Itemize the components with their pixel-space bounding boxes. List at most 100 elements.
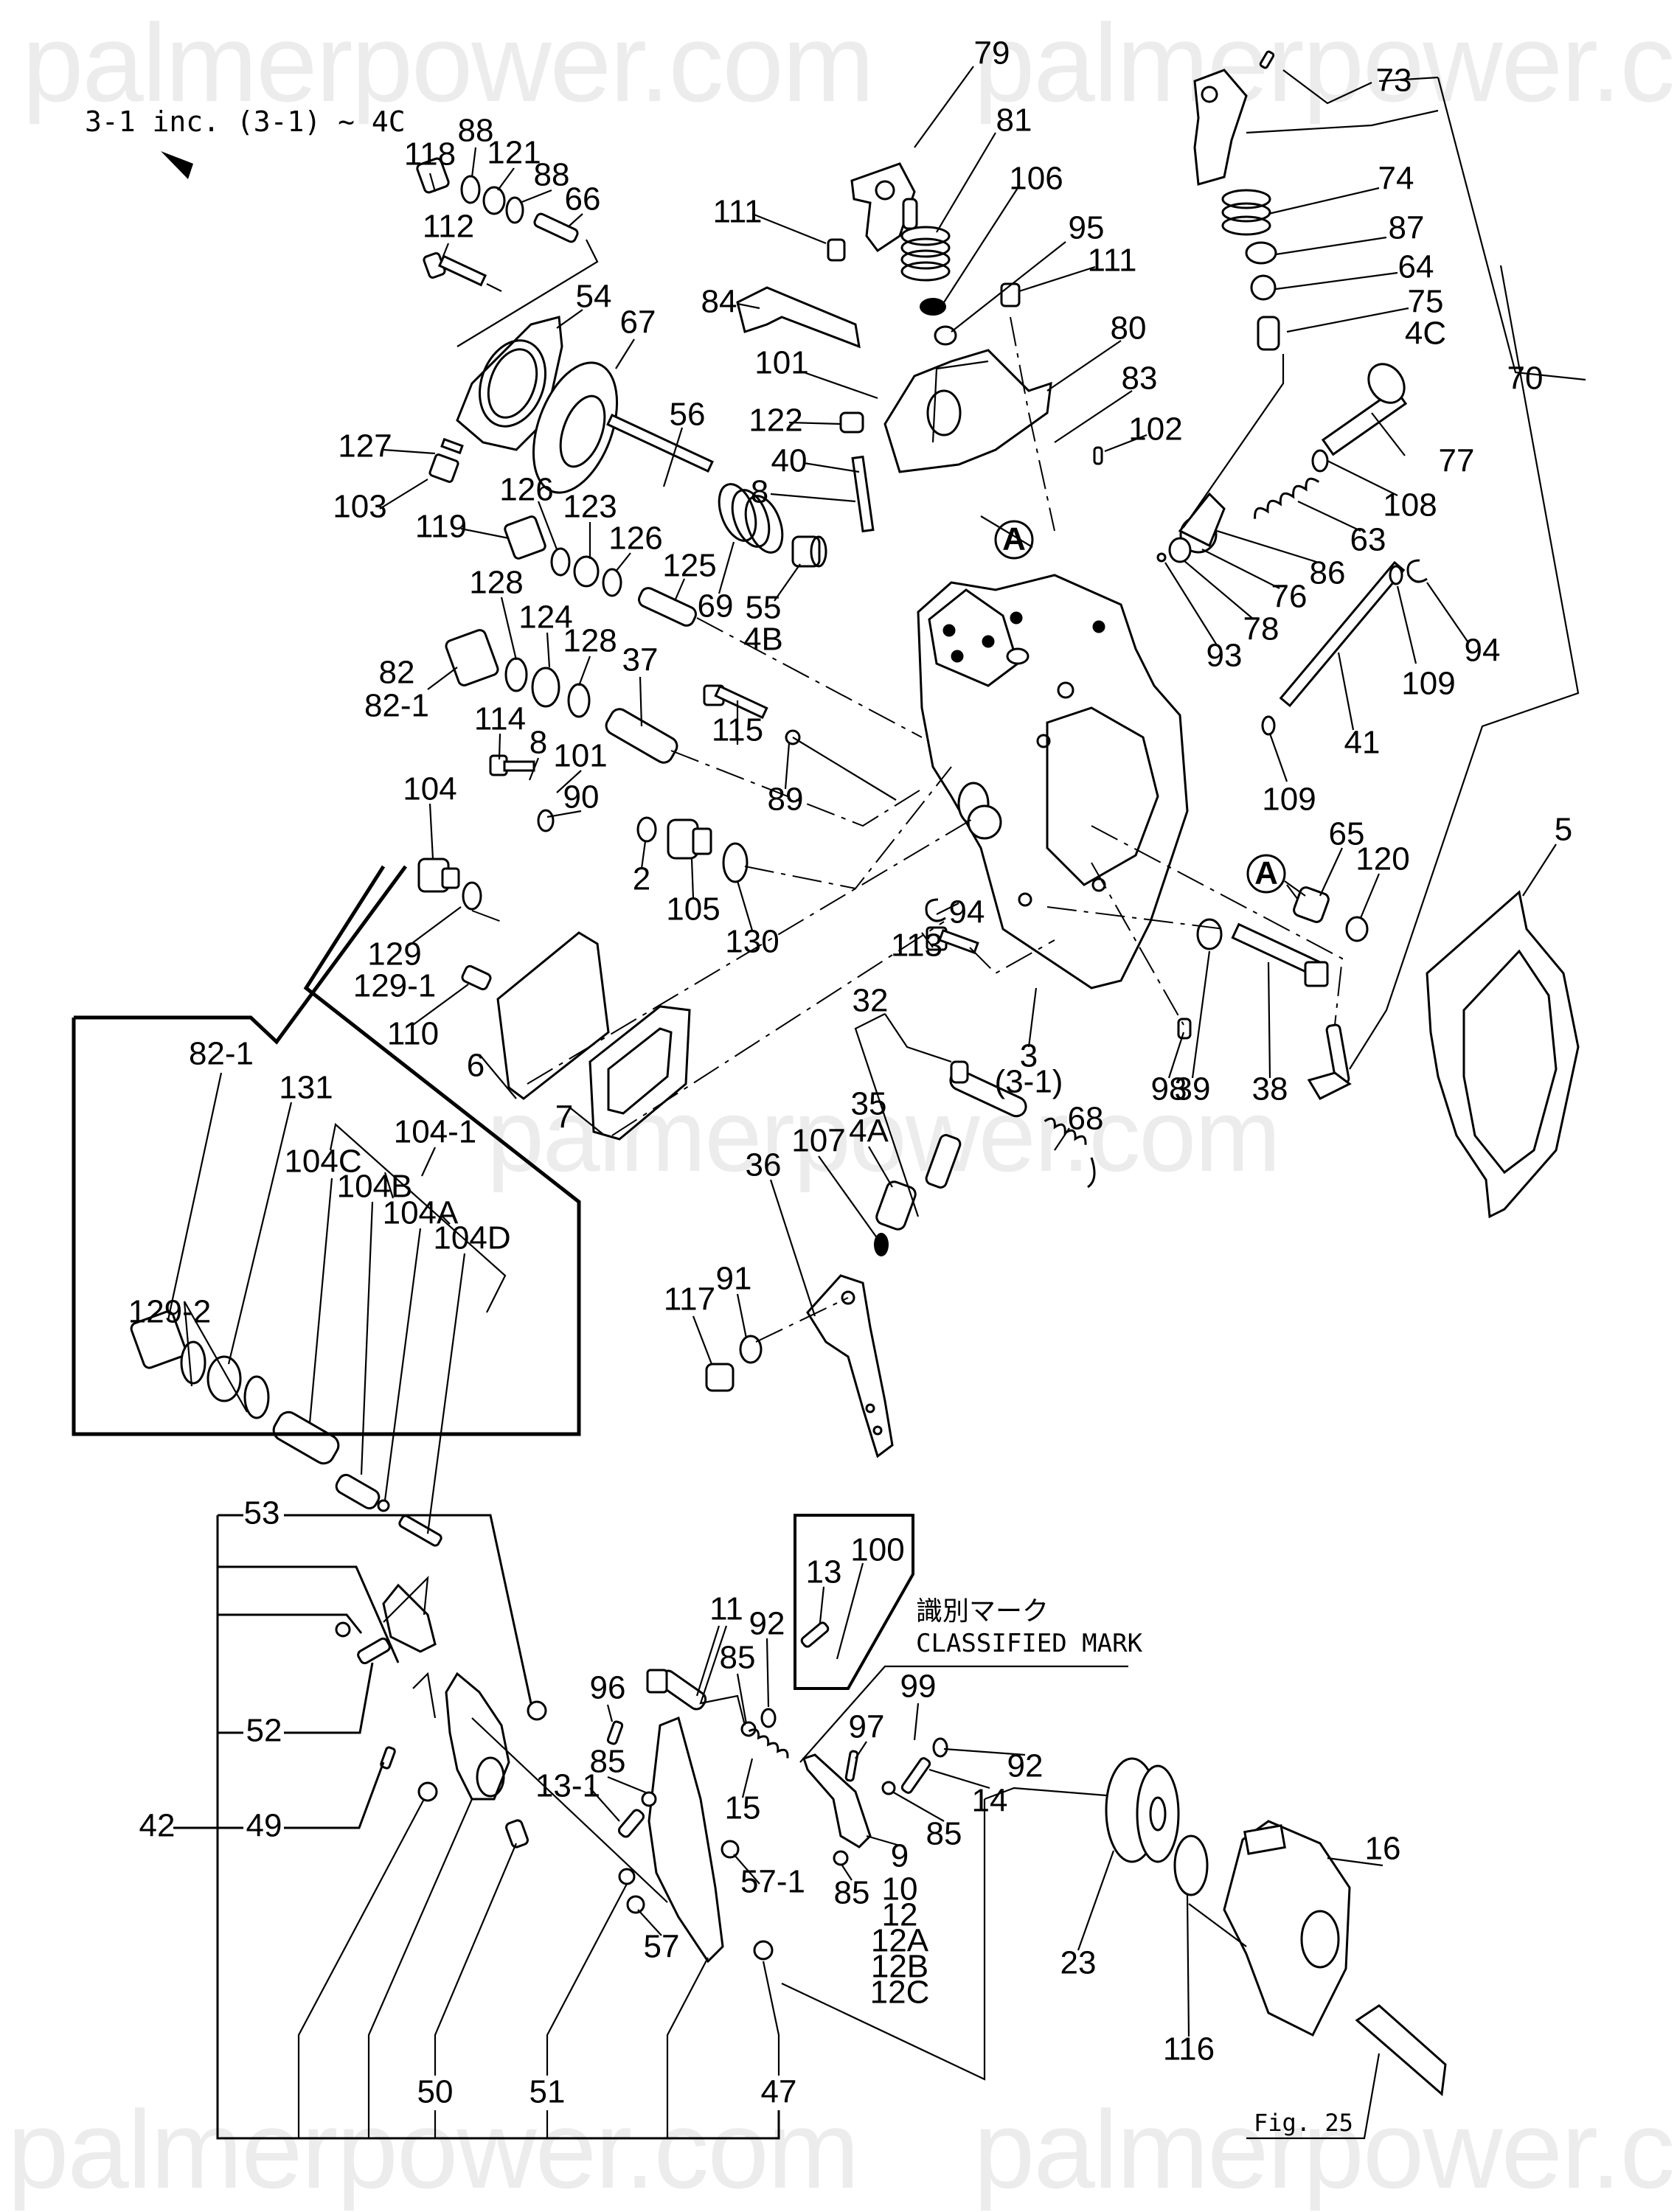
part-label-100[interactable]: 100: [850, 1532, 904, 1568]
part-label-105[interactable]: 105: [666, 891, 720, 928]
clip-92[interactable]: [760, 1708, 777, 1728]
part-label-84[interactable]: 84: [701, 284, 737, 320]
part-label-16[interactable]: 16: [1365, 1831, 1401, 1867]
clip-94[interactable]: [1406, 559, 1428, 583]
spring-81[interactable]: [900, 226, 951, 282]
part-label-88[interactable]: 88: [534, 157, 570, 193]
part-label-113[interactable]: 113: [891, 928, 942, 964]
pin-14[interactable]: [900, 1757, 931, 1795]
part-label-104[interactable]: 104: [403, 771, 456, 807]
part-label-63[interactable]: 63: [1350, 522, 1386, 558]
washer-85[interactable]: [881, 1781, 896, 1795]
part-label-91[interactable]: 91: [716, 1261, 752, 1297]
part-label-111[interactable]: 111: [1088, 243, 1137, 279]
part-label-129-1[interactable]: 129-1: [353, 968, 437, 1004]
washer-78[interactable]: [1168, 537, 1192, 563]
cap-nut-82-1[interactable]: [130, 1310, 187, 1370]
pin-49[interactable]: [380, 1746, 396, 1770]
part-label-126[interactable]: 126: [608, 521, 662, 557]
part-label-90[interactable]: 90: [563, 779, 600, 815]
part-label-83[interactable]: 83: [1122, 361, 1158, 397]
part-label-124[interactable]: 124: [518, 599, 572, 636]
plug-105[interactable]: [667, 818, 712, 860]
screw-110[interactable]: [461, 964, 492, 991]
pin-102[interactable]: [1093, 446, 1103, 465]
washer-57-1[interactable]: [721, 1840, 740, 1859]
part-label-56[interactable]: 56: [670, 397, 706, 433]
part-label-75[interactable]: 75: [1408, 284, 1444, 320]
link-32[interactable]: [948, 1060, 1030, 1119]
part-label-6[interactable]: 6: [467, 1048, 485, 1084]
screw-37[interactable]: [603, 706, 681, 765]
washer-126[interactable]: [602, 568, 622, 597]
part-label-108[interactable]: 108: [1383, 487, 1437, 524]
part-label-3-1[interactable]: (3-1): [995, 1064, 1063, 1100]
part-label-92[interactable]: 92: [1007, 1748, 1044, 1784]
bolt-112[interactable]: [423, 252, 487, 287]
part-label-99[interactable]: 99: [900, 1669, 937, 1705]
lever-plate-10[interactable]: [647, 1716, 724, 1964]
part-label-104-1[interactable]: 104-1: [394, 1114, 477, 1150]
part-label-112[interactable]: 112: [423, 209, 474, 245]
part-label-70[interactable]: 70: [1507, 361, 1544, 397]
part-label-64[interactable]: 64: [1398, 249, 1434, 285]
part-label-95[interactable]: 95: [1069, 210, 1105, 246]
part-label-57-1[interactable]: 57-1: [740, 1864, 805, 1900]
part-label-127[interactable]: 127: [338, 428, 392, 465]
part-label-94[interactable]: 94: [949, 894, 985, 931]
gasket-5[interactable]: [1426, 890, 1580, 1219]
pin-96[interactable]: [606, 1720, 624, 1745]
part-label-23[interactable]: 23: [1060, 1945, 1097, 1981]
part-label-42[interactable]: 42: [139, 1808, 176, 1844]
bolt-113[interactable]: [926, 926, 979, 955]
pin-35[interactable]: [925, 1133, 962, 1189]
spring-104B[interactable]: [334, 1472, 382, 1512]
washer-91[interactable]: [739, 1335, 763, 1364]
part-label-103[interactable]: 103: [333, 489, 386, 525]
part-label-85[interactable]: 85: [590, 1744, 626, 1780]
part-label-128[interactable]: 128: [563, 623, 617, 659]
washer-85[interactable]: [641, 1791, 657, 1807]
washer-87[interactable]: [1245, 241, 1277, 265]
part-label-109[interactable]: 109: [1262, 782, 1316, 818]
o-ring-2[interactable]: [636, 816, 657, 843]
part-label-98[interactable]: 98: [1151, 1071, 1187, 1107]
part-label-76[interactable]: 76: [1271, 579, 1308, 615]
cover-plate-6[interactable]: [496, 931, 610, 1100]
part-label-47[interactable]: 47: [761, 2074, 797, 2110]
part-label-68[interactable]: 68: [1068, 1101, 1104, 1137]
part-label-130[interactable]: 130: [725, 924, 779, 960]
bracket-53[interactable]: [382, 1583, 437, 1653]
washer-64[interactable]: [1250, 274, 1277, 301]
part-label-117[interactable]: 117: [664, 1281, 715, 1318]
part-label-78[interactable]: 78: [1243, 611, 1280, 647]
washer-129[interactable]: [462, 881, 482, 911]
part-label-4C[interactable]: 4C: [1405, 316, 1446, 352]
part-label-96[interactable]: 96: [590, 1670, 626, 1706]
part-label-79[interactable]: 79: [974, 35, 1010, 72]
part-label-101[interactable]: 101: [553, 738, 607, 774]
governor-housing-3[interactable]: [917, 574, 1189, 990]
part-label-102[interactable]: 102: [1128, 411, 1182, 448]
nut-57-top[interactable]: [618, 1868, 636, 1885]
part-label-36[interactable]: 36: [746, 1147, 782, 1183]
nut-120[interactable]: [1345, 916, 1369, 942]
clip-94[interactable]: [925, 898, 946, 922]
screw-40[interactable]: [851, 455, 875, 533]
adjusting-screw-77[interactable]: [1321, 357, 1412, 456]
bolt-115[interactable]: [703, 684, 768, 720]
part-label-66[interactable]: 66: [565, 181, 601, 218]
part-label-104D[interactable]: 104D: [433, 1220, 510, 1256]
part-label-7[interactable]: 7: [555, 1099, 573, 1135]
part-label-13-1[interactable]: 13-1: [535, 1768, 600, 1804]
part-label-104B[interactable]: 104B: [337, 1169, 413, 1205]
washer-128[interactable]: [504, 657, 528, 692]
part-label-97[interactable]: 97: [849, 1709, 885, 1745]
part-label-2[interactable]: 2: [633, 861, 650, 897]
gasket-7[interactable]: [588, 1005, 691, 1141]
part-label-10[interactable]: 10: [882, 1871, 918, 1907]
part-label-104A[interactable]: 104A: [383, 1195, 459, 1231]
ball-104A[interactable]: [377, 1499, 390, 1512]
part-label-3[interactable]: 3: [1020, 1038, 1038, 1074]
part-label-41[interactable]: 41: [1344, 725, 1381, 761]
